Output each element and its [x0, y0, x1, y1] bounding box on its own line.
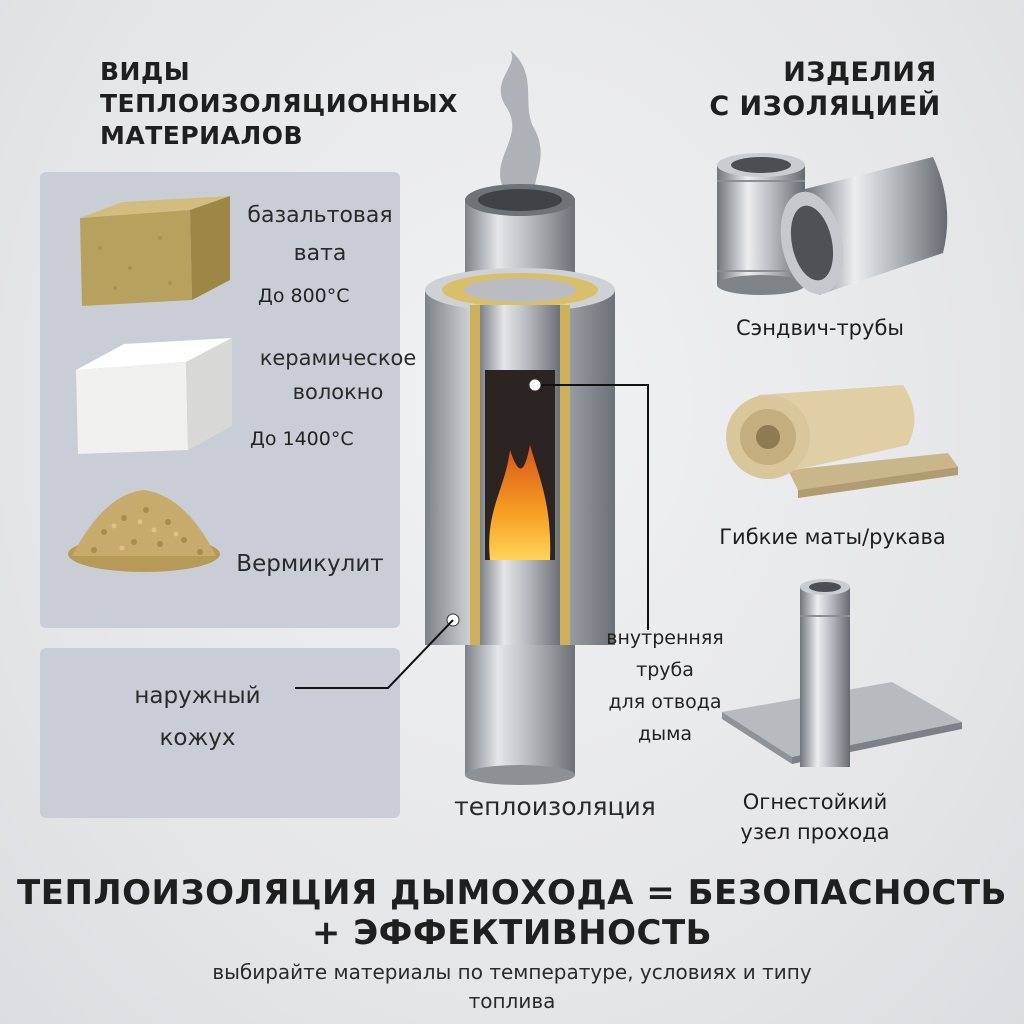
heading-line: ТЕПЛОИЗОЛЯЦИОННЫХ — [100, 89, 458, 118]
ceramic-fiber-block-icon — [76, 338, 232, 454]
products-heading: ИЗДЕЛИЯ С ИЗОЛЯЦИЕЙ — [700, 56, 950, 124]
product-label-pass-through: Огнестойкий узел прохода — [740, 790, 890, 844]
vermiculite-pile-icon — [68, 490, 220, 572]
flexible-mat-roll-icon — [726, 385, 958, 498]
inner-pipe-label: внутренняя труба для отвода дыма — [606, 627, 724, 745]
material-temp-basalt: До 800°C — [258, 285, 350, 307]
heading-line: С ИЗОЛЯЦИЕЙ — [709, 91, 941, 122]
material-temp-ceramic: До 1400°C — [250, 428, 354, 450]
flame — [489, 445, 551, 560]
smoke — [500, 50, 541, 200]
material-name-basalt: базальтовая вата — [247, 203, 393, 266]
product-label-sandwich: Сэндвич-трубы — [736, 316, 904, 340]
fireproof-pass-through-icon — [722, 579, 962, 767]
sandwich-pipes-icon — [717, 153, 948, 295]
main-title: ТЕПЛОИЗОЛЯЦИЯ ДЫМОХОДА = БЕЗОПАСНОСТЬ + … — [17, 873, 1007, 953]
subtitle: выбирайте материалы по температуре, усло… — [212, 960, 812, 1013]
basalt-wool-block-icon — [80, 196, 230, 306]
outer-casing-label: наружный кожух — [134, 683, 261, 751]
material-name-vermiculite: Вермикулит — [236, 551, 384, 577]
heading-line: ВИДЫ — [100, 57, 191, 86]
materials-heading: ВИДЫ ТЕПЛОИЗОЛЯЦИОННЫХ МАТЕРИАЛОВ — [100, 56, 458, 152]
product-label-mats: Гибкие маты/рукава — [719, 525, 946, 549]
heading-line: ИЗДЕЛИЯ — [783, 57, 937, 88]
insulation-label: теплоизоляция — [454, 792, 656, 821]
material-name-ceramic: керамическое волокно — [259, 346, 417, 404]
chimney-cutaway-diagram — [425, 50, 615, 785]
outer-casing-panel — [40, 648, 400, 818]
heading-line: МАТЕРИАЛОВ — [100, 121, 304, 150]
